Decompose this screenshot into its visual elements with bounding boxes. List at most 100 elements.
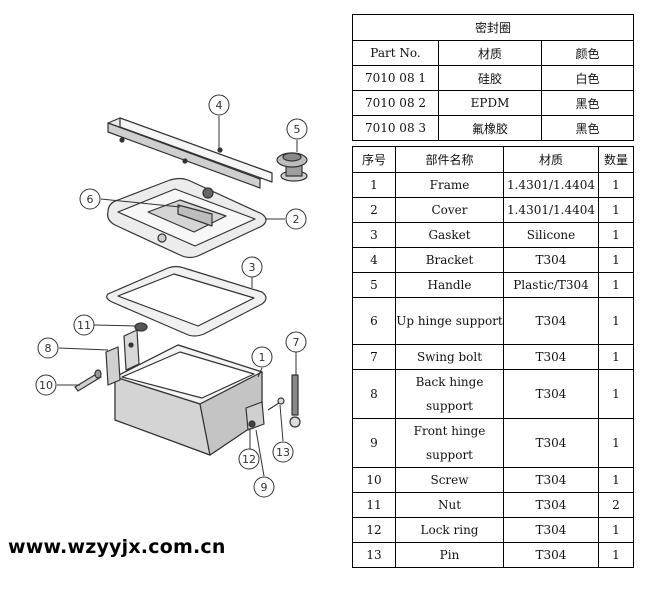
part-no: 7 [352, 344, 396, 370]
screw-part [74, 369, 102, 392]
callout-6: 6 [87, 193, 94, 206]
gasket-part [106, 265, 267, 337]
part-name: Frame [395, 172, 504, 198]
part-material: Plastic/T304 [503, 272, 599, 298]
part-name: Handle [395, 272, 504, 298]
part-material: Silicone [503, 222, 599, 248]
part-material: T304 [503, 467, 599, 493]
part-qty: 1 [598, 297, 634, 345]
part-name: Up hinge support [395, 297, 504, 345]
parts-header-qty: 数量 [598, 146, 634, 173]
seal-header-material: 材质 [438, 40, 542, 66]
seal-material: EPDM [438, 90, 542, 116]
part-material: T304 [503, 517, 599, 543]
part-material: T304 [503, 247, 599, 273]
seal-part-no: 7010 08 3 [352, 115, 439, 141]
part-no: 4 [352, 247, 396, 273]
part-no: 2 [352, 197, 396, 223]
pin-part [267, 397, 285, 411]
callout-5: 5 [294, 123, 301, 136]
parts-header-name: 部件名称 [395, 146, 504, 173]
seal-table-title: 密封圈 [352, 14, 634, 41]
part-qty: 1 [598, 272, 634, 298]
part-material: 1.4301/1.4404 [503, 172, 599, 198]
part-qty: 1 [598, 418, 634, 468]
part-name: Gasket [395, 222, 504, 248]
part-material: T304 [503, 369, 599, 419]
part-qty: 1 [598, 542, 634, 568]
part-name: Bracket [395, 247, 504, 273]
seal-color: 白色 [541, 65, 634, 91]
callout-10: 10 [39, 379, 53, 392]
callout-3: 3 [249, 261, 256, 274]
callout-2: 2 [293, 213, 300, 226]
parts-header-no: 序号 [352, 146, 396, 173]
part-material: T304 [503, 418, 599, 468]
part-qty: 1 [598, 517, 634, 543]
parts-header-material: 材质 [503, 146, 599, 173]
part-qty: 1 [598, 247, 634, 273]
seal-color: 黑色 [541, 115, 634, 141]
callout-4: 4 [216, 99, 223, 112]
handle-part [276, 152, 308, 182]
seal-table: 密封圈 Part No. 材质 颜色 7010 08 1 硅胶 白色 7010 … [352, 14, 634, 141]
part-no: 5 [352, 272, 396, 298]
seal-header-part-no: Part No. [352, 40, 439, 66]
part-material: T304 [503, 542, 599, 568]
part-qty: 1 [598, 222, 634, 248]
part-material: T304 [503, 492, 599, 518]
part-no: 12 [352, 517, 396, 543]
exploded-view-drawing: 4 5 6 2 3 11 7 8 1 10 9 12 13 [35, 94, 308, 498]
callout-1: 1 [259, 351, 266, 364]
part-material: 1.4301/1.4404 [503, 197, 599, 223]
seal-material: 氟橡胶 [438, 115, 542, 141]
part-no: 6 [352, 297, 396, 345]
seal-part-no: 7010 08 2 [352, 90, 439, 116]
part-name: Back hinge support [395, 369, 504, 419]
part-material: T304 [503, 344, 599, 370]
part-name: Front hinge support [395, 418, 504, 468]
part-qty: 1 [598, 467, 634, 493]
bracket-part [107, 117, 273, 189]
front-hinge-part [245, 401, 265, 431]
part-material: T304 [503, 297, 599, 345]
part-name: Lock ring [395, 517, 504, 543]
callout-7: 7 [293, 336, 300, 349]
seal-part-no: 7010 08 1 [352, 65, 439, 91]
swing-bolt-part [289, 374, 301, 428]
part-no: 3 [352, 222, 396, 248]
part-name: Swing bolt [395, 344, 504, 370]
part-name: Nut [395, 492, 504, 518]
seal-color: 黑色 [541, 90, 634, 116]
callout-11: 11 [77, 319, 91, 332]
part-name: Pin [395, 542, 504, 568]
seal-material: 硅胶 [438, 65, 542, 91]
part-qty: 1 [598, 197, 634, 223]
nut-part [134, 322, 148, 332]
cover-part [107, 177, 267, 259]
part-no: 8 [352, 369, 396, 419]
website-watermark: www.wzyyjx.com.cn [8, 536, 226, 558]
seal-header-color: 颜色 [541, 40, 634, 66]
part-qty: 1 [598, 344, 634, 370]
back-hinge-part [105, 329, 140, 386]
callout-8: 8 [45, 342, 52, 355]
callout-9: 9 [261, 481, 268, 494]
part-name: Screw [395, 467, 504, 493]
part-name: Cover [395, 197, 504, 223]
part-qty: 1 [598, 172, 634, 198]
part-no: 13 [352, 542, 396, 568]
part-qty: 2 [598, 492, 634, 518]
